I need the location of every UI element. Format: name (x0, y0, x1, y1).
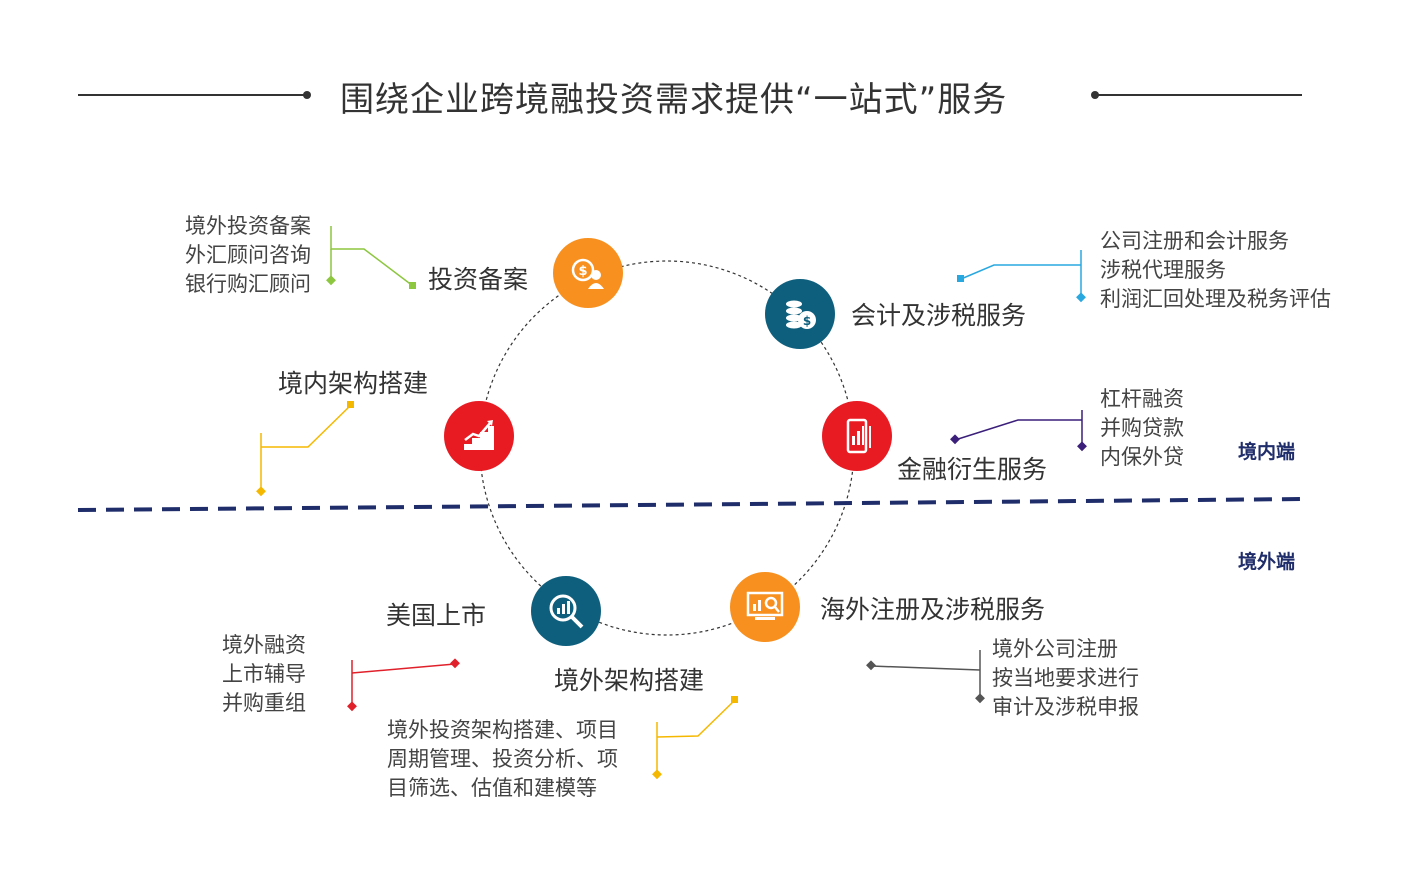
note-line: 境外投资备案 (185, 214, 311, 238)
magnifier-chart-icon (531, 576, 601, 646)
domestic-overseas-divider (77, 497, 1306, 512)
note-overseas-registration: 境外公司注册 按当地要求进行 审计及涉税申报 (992, 635, 1139, 722)
note-line: 并购重组 (222, 691, 306, 715)
note-line: 上市辅导 (222, 662, 306, 686)
zone-label-domestic: 境内端 (1238, 441, 1296, 463)
note-line: 并购贷款 (1100, 416, 1184, 440)
node-label-accounting-tax: 会计及涉税服务 (851, 301, 1027, 330)
zone-label-overseas: 境外端 (1238, 551, 1296, 573)
note-line: 公司注册和会计服务 (1100, 229, 1289, 253)
title-rule-right-dot (1091, 91, 1099, 99)
node-label-domestic-structure: 境内架构搭建 (278, 369, 429, 398)
connector-domestic-structure (261, 404, 352, 448)
note-line: 境外公司注册 (992, 637, 1118, 661)
node-label-us-listing: 美国上市 (386, 601, 487, 630)
note-line: 外汇顾问咨询 (185, 243, 311, 267)
growth-steps-icon (444, 401, 514, 471)
note-line: 涉税代理服务 (1100, 258, 1226, 282)
monitor-search-icon (730, 572, 800, 642)
connector-accounting-tax (960, 264, 1081, 280)
svg-text:$: $ (578, 264, 587, 279)
connector-overseas-structure (656, 699, 736, 738)
note-investment-filing: 境外投资备案 外汇顾问咨询 银行购汇顾问 (185, 212, 311, 299)
svg-text:$: $ (803, 314, 811, 328)
note-us-listing: 境外融资 上市辅导 并购重组 (222, 631, 306, 718)
node-label-overseas-structure: 境外架构搭建 (554, 666, 705, 695)
note-accounting-tax: 公司注册和会计服务 涉税代理服务 利润汇回处理及税务评估 (1100, 227, 1331, 314)
coins-dollar-icon: $ (765, 279, 835, 349)
note-line: 内保外贷 (1100, 445, 1184, 469)
note-line: 按当地要求进行 (992, 666, 1139, 690)
node-label-overseas-registration: 海外注册及涉税服务 (820, 595, 1046, 624)
note-line: 利润汇回处理及税务评估 (1100, 287, 1331, 311)
mobile-chart-icon (822, 401, 892, 471)
title-rule-left-dot (303, 91, 311, 99)
note-line: 银行购汇顾问 (185, 272, 311, 296)
node-label-investment-filing: 投资备案 (428, 265, 529, 294)
note-line: 审计及涉税申报 (992, 695, 1139, 719)
note-line: 周期管理、投资分析、项 (387, 747, 618, 771)
page-title: 围绕企业跨境融投资需求提供“一站式”服务 (340, 80, 1008, 120)
node-label-financial-derivatives: 金融衍生服务 (897, 455, 1048, 484)
money-person-icon: $ (553, 238, 623, 308)
note-line: 境外融资 (222, 633, 306, 657)
connector-overseas-registration (870, 665, 981, 671)
connector-investment-filing (330, 226, 414, 287)
note-line: 杠杆融资 (1100, 387, 1184, 411)
note-line: 境外投资架构搭建、项目 (387, 718, 618, 742)
note-line: 目筛选、估值和建模等 (387, 776, 597, 800)
note-financial-derivatives: 杠杆融资 并购贷款 内保外贷 (1100, 385, 1184, 472)
connector-financial-derivatives (954, 419, 1082, 441)
connector-us-listing (351, 663, 456, 674)
note-overseas-structure: 境外投资架构搭建、项目 周期管理、投资分析、项 目筛选、估值和建模等 (387, 716, 618, 803)
